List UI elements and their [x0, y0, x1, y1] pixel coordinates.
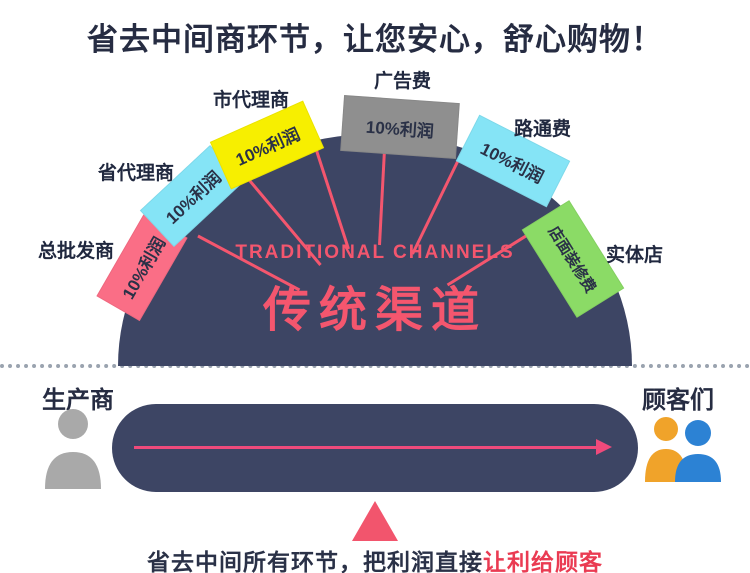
direct-flow-arrow	[134, 439, 612, 455]
arrow-right-icon	[596, 439, 612, 455]
direct-channel-bar	[112, 404, 638, 492]
channel-value: 10%利润	[365, 117, 435, 141]
customers-label: 顾客们	[642, 387, 714, 414]
producer-label: 生产商	[42, 387, 114, 414]
up-triangle-icon	[352, 501, 398, 541]
channel-box-advertising: 10%利润	[340, 95, 460, 159]
dotted-divider	[0, 364, 750, 368]
channel-label-road-toll: 路通费	[514, 119, 572, 140]
customers-people-icon	[645, 417, 721, 482]
channel-label-retail-store: 实体店	[606, 245, 664, 266]
caption-highlight: 让利给顾客	[483, 549, 603, 573]
channel-label-city-agent: 市代理商	[213, 90, 290, 111]
channel-label-province-agent: 省代理商	[98, 163, 175, 184]
dome-title: 传统渠道	[262, 284, 487, 337]
page-title: 省去中间商环节，让您安心，舒心购物！	[87, 22, 663, 57]
channel-label-advertising: 广告费	[374, 71, 432, 92]
caption-main: 省去中间所有环节，把利润直接	[147, 549, 483, 573]
channel-label-wholesaler: 总批发商	[38, 241, 115, 262]
producer-person-icon	[45, 409, 101, 489]
bottom-caption: 省去中间所有环节，把利润直接让利给顾客	[0, 543, 750, 573]
